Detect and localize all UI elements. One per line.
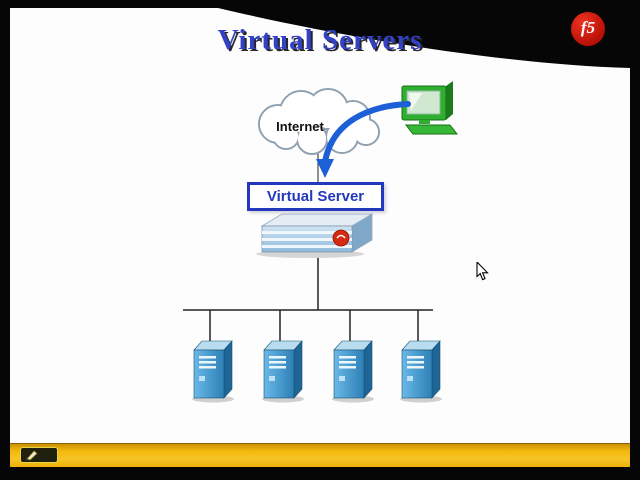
- server-tower: [191, 340, 235, 403]
- f5-badge: [332, 229, 350, 247]
- presentation-slide: Virtual Servers f5: [10, 8, 630, 467]
- server-tower: [331, 340, 375, 403]
- network-diagram: Internet: [183, 81, 459, 403]
- page-title: Virtual Servers: [217, 24, 423, 56]
- pen-icon: [26, 450, 38, 461]
- f5-logo-text: f5: [580, 18, 596, 37]
- internet-label: Internet: [276, 119, 324, 134]
- f5-logo: f5: [571, 12, 605, 46]
- virtual-server-label: Virtual Server: [266, 188, 365, 205]
- virtual-server-box: Virtual Server: [247, 182, 384, 211]
- server-tower: [399, 340, 443, 403]
- bottom-toolbar: [10, 443, 630, 467]
- pen-tool-button[interactable]: [20, 447, 58, 463]
- load-balancer-appliance: [256, 213, 374, 258]
- server-tower: [261, 340, 305, 403]
- client-to-vs-arrow: [316, 101, 411, 178]
- client-computer-icon: [401, 81, 459, 135]
- internet-cloud: Internet: [258, 88, 380, 155]
